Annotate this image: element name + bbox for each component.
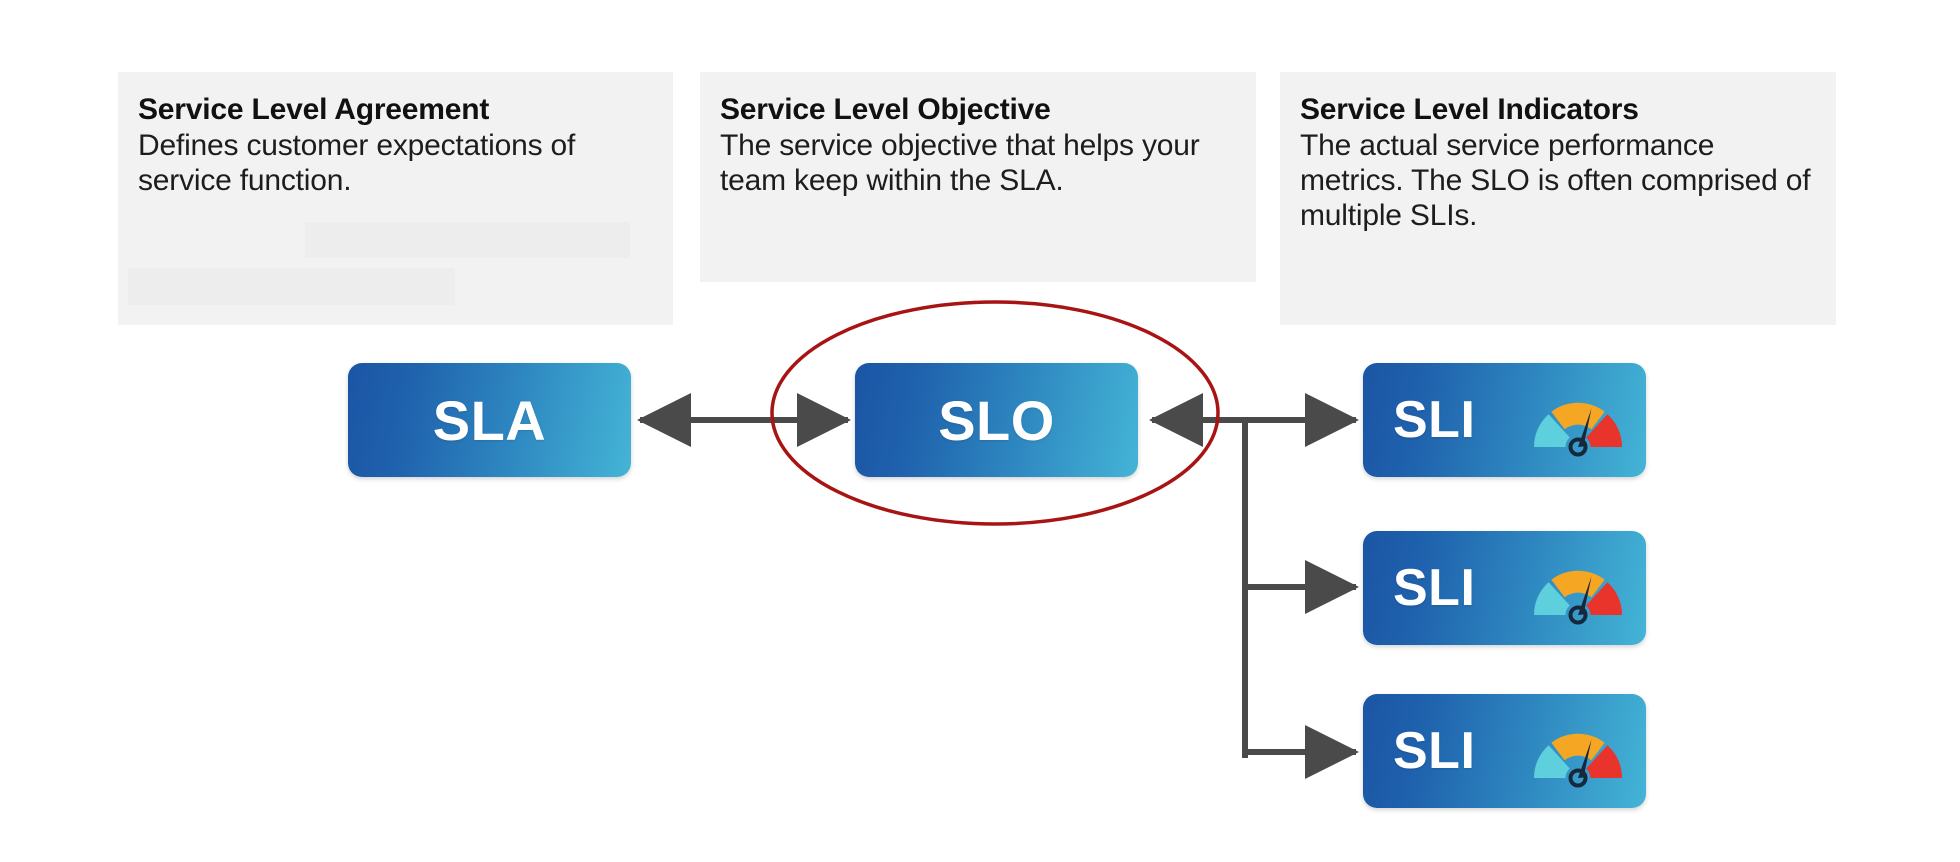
card-body: The service objective that helps your te…	[720, 129, 1200, 198]
node-label: SLI	[1393, 559, 1476, 617]
node-sli-2[interactable]: SLI	[1363, 531, 1646, 645]
gauge-icon	[1526, 551, 1630, 625]
arrowhead-toward-slo	[1152, 404, 1248, 436]
gauge-icon	[1526, 383, 1630, 457]
node-label: SLI	[1393, 722, 1476, 780]
card-service-level-objective: Service Level Objective The service obje…	[700, 72, 1256, 282]
card-title: Service Level Objective	[720, 93, 1051, 126]
connector-sli-group-to-slo	[1149, 393, 1248, 758]
node-sli-1[interactable]: SLI	[1363, 363, 1646, 477]
redaction-bar	[128, 268, 455, 305]
node-label: SLO	[938, 388, 1055, 452]
node-sli-3[interactable]: SLI	[1363, 694, 1646, 808]
node-label: SLA	[432, 388, 547, 452]
card-title: Service Level Indicators	[1300, 93, 1639, 126]
card-body: Defines customer expectations of service…	[138, 129, 576, 198]
node-slo[interactable]: SLO	[855, 363, 1138, 477]
card-service-level-indicators: Service Level Indicators The actual serv…	[1280, 72, 1836, 325]
card-title: Service Level Agreement	[138, 93, 490, 126]
card-service-level-agreement: Service Level Agreement Defines customer…	[118, 72, 673, 325]
redaction-bar	[305, 222, 630, 258]
node-label: SLI	[1393, 391, 1476, 449]
node-sla[interactable]: SLA	[348, 363, 631, 477]
gauge-icon	[1526, 714, 1630, 788]
card-body: The actual service performance metrics. …	[1300, 129, 1811, 232]
